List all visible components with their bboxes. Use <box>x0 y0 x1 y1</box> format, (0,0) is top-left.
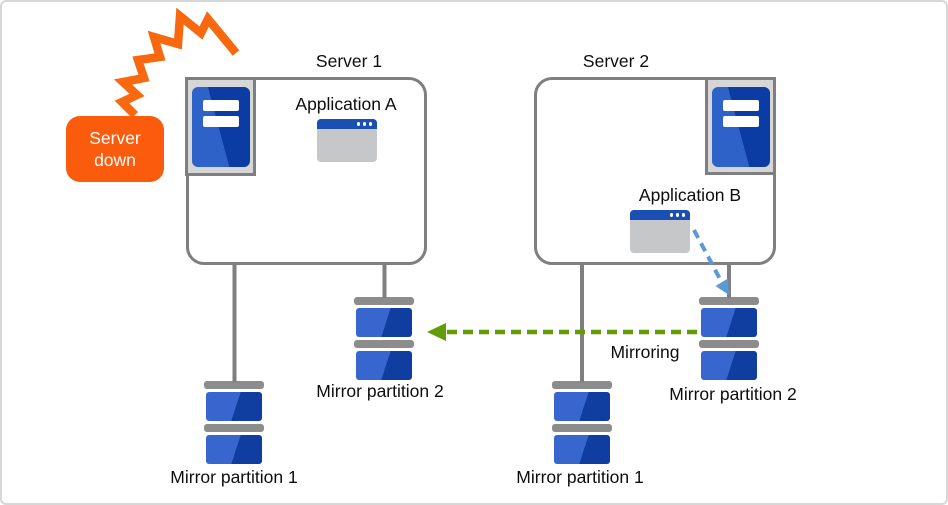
disk-cap <box>204 424 264 432</box>
tower-slot <box>203 116 239 127</box>
tower-slot <box>723 116 759 127</box>
window-dot <box>675 213 679 217</box>
mirroring-arrowhead-icon <box>427 323 446 341</box>
mirroring-label: Mirroring <box>610 342 680 362</box>
application-b-label: Application B <box>638 185 742 205</box>
window-dot <box>356 122 360 126</box>
server1-mirror-partition2-label: Mirror partition 2 <box>316 381 444 401</box>
server-down-badge: Server down <box>66 116 164 182</box>
window-dot <box>368 122 372 126</box>
disk-cap <box>552 424 612 432</box>
disk-cap <box>354 297 414 305</box>
application-b-window-icon <box>630 210 690 253</box>
server2-mirror-partition2-label: Mirror partition 2 <box>669 384 797 404</box>
disk-body <box>554 392 610 421</box>
tower-slot <box>203 100 239 111</box>
window-dot <box>681 213 685 217</box>
window-titlebar <box>630 210 690 220</box>
disk-cap <box>699 297 759 305</box>
disk-body <box>701 308 757 337</box>
disk-body <box>356 351 412 380</box>
server1-mirror-partition1-label: Mirror partition 1 <box>170 467 298 487</box>
server1-mirror-partition1-disk-icon <box>204 381 264 467</box>
disk-cap <box>204 381 264 389</box>
window-dot <box>362 122 366 126</box>
disk-body <box>356 308 412 337</box>
application-a-label: Application A <box>295 94 397 114</box>
window-dot <box>669 213 673 217</box>
disk-body <box>206 392 262 421</box>
disk-body <box>554 435 610 464</box>
disk-cap <box>552 381 612 389</box>
app-write-arrowhead-icon <box>715 278 729 295</box>
disk-cap <box>354 340 414 348</box>
server2-mirror-partition2-disk-icon <box>699 297 759 383</box>
window-titlebar <box>317 119 377 129</box>
server2-title: Server 2 <box>582 51 650 71</box>
server1-tower-icon <box>192 87 250 167</box>
server2-mirror-partition1-disk-icon <box>552 381 612 467</box>
server1-mirror-partition2-disk-icon <box>354 297 414 383</box>
server1-title: Server 1 <box>315 51 383 71</box>
server2-mirror-partition1-label: Mirror partition 1 <box>516 467 644 487</box>
application-a-window-icon <box>317 119 377 162</box>
tower-slot <box>723 100 759 111</box>
server2-tower-icon <box>712 87 770 167</box>
disk-body <box>206 435 262 464</box>
disk-body <box>701 351 757 380</box>
disk-cap <box>699 340 759 348</box>
